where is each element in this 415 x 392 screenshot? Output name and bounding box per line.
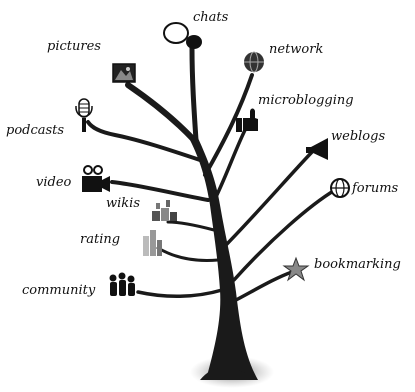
label-community: community	[22, 284, 95, 297]
rating-bars-icon	[143, 230, 162, 256]
label-wikis: wikis	[106, 197, 140, 210]
photo-icon	[113, 64, 135, 82]
microphone-icon	[76, 99, 92, 132]
label-microblogging: microblogging	[258, 94, 354, 107]
label-network: network	[269, 43, 323, 56]
label-bookmarking: bookmarking	[314, 258, 401, 271]
wiki-puzzle-icon	[152, 200, 177, 221]
speech-bubble-icon	[164, 23, 202, 49]
label-forums: forums	[352, 182, 398, 195]
people-group-icon	[110, 273, 136, 297]
label-rating: rating	[80, 233, 120, 246]
globe-icon	[331, 179, 349, 197]
star-bookmark-icon	[284, 258, 308, 280]
label-weblogs: weblogs	[331, 130, 385, 143]
label-pictures: pictures	[47, 40, 101, 53]
globe-network-icon	[244, 52, 264, 72]
label-podcasts: podcasts	[6, 124, 64, 137]
video-camera-icon	[82, 166, 110, 192]
label-chats: chats	[193, 11, 228, 24]
label-video: video	[36, 176, 71, 189]
